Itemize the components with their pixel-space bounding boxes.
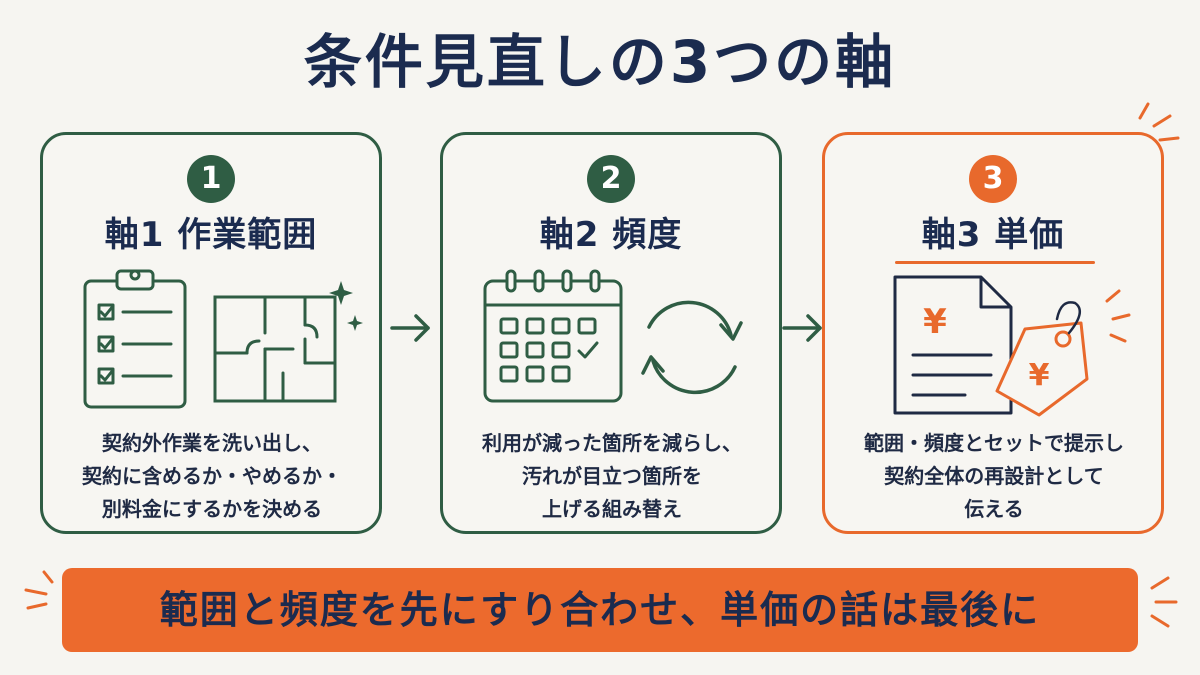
yen-document-icon: ¥: [893, 275, 1013, 415]
page-title: 条件見直しの3つの軸: [303, 28, 897, 96]
emphasis-burst-icon: [1105, 289, 1131, 343]
sparkle-icon: [329, 281, 363, 331]
emphasis-burst-icon: [1150, 576, 1178, 628]
heading-underline: [895, 261, 1095, 264]
axis-card-scope: 1 軸1 作業範囲: [40, 132, 382, 534]
checklist-clipboard-icon: [83, 269, 187, 409]
card-heading: 軸2 頻度: [539, 215, 683, 255]
unit-price-illustration: ¥ ¥: [893, 275, 1131, 417]
card-heading: 軸3 単価: [921, 215, 1065, 255]
svg-text:¥: ¥: [923, 302, 947, 342]
step-number-badge: 3: [969, 155, 1017, 203]
card-description: 利用が減った箇所を減らし、 汚れが目立つ箇所を 上げる組み替え: [482, 431, 742, 521]
axis-card-frequency: 2 軸2 頻度 利用が減った箇所を減: [440, 132, 782, 534]
svg-text:¥: ¥: [1029, 358, 1050, 393]
calendar-icon: [483, 269, 623, 403]
axis-card-unit-price: 3 軸3 単価 ¥ ¥ 範囲・頻度とセットで提示し 契約全体の再設計として: [822, 132, 1164, 534]
card-description: 範囲・頻度とセットで提示し 契約全体の再設計として 伝える: [864, 431, 1124, 521]
card-heading: 軸1 作業範囲: [104, 215, 318, 255]
arrow-right-icon: [782, 314, 822, 342]
floor-plan-icon: [213, 295, 337, 403]
yen-price-tag-icon: ¥: [995, 301, 1089, 417]
frequency-illustration: [483, 269, 743, 403]
emphasis-burst-icon: [24, 570, 54, 610]
scope-illustration: [83, 269, 363, 409]
step-number-badge: 2: [587, 155, 635, 203]
emphasis-burst-icon: [1138, 102, 1180, 142]
summary-banner: 範囲と頻度を先にすり合わせ、単価の話は最後に: [62, 568, 1138, 652]
step-number-badge: 1: [187, 155, 235, 203]
arrow-right-icon: [390, 314, 430, 342]
cycle-arrows-icon: [641, 300, 743, 395]
card-description: 契約外作業を洗い出し、 契約に含めるか・やめるか・ 別料金にするかを決める: [82, 431, 342, 521]
